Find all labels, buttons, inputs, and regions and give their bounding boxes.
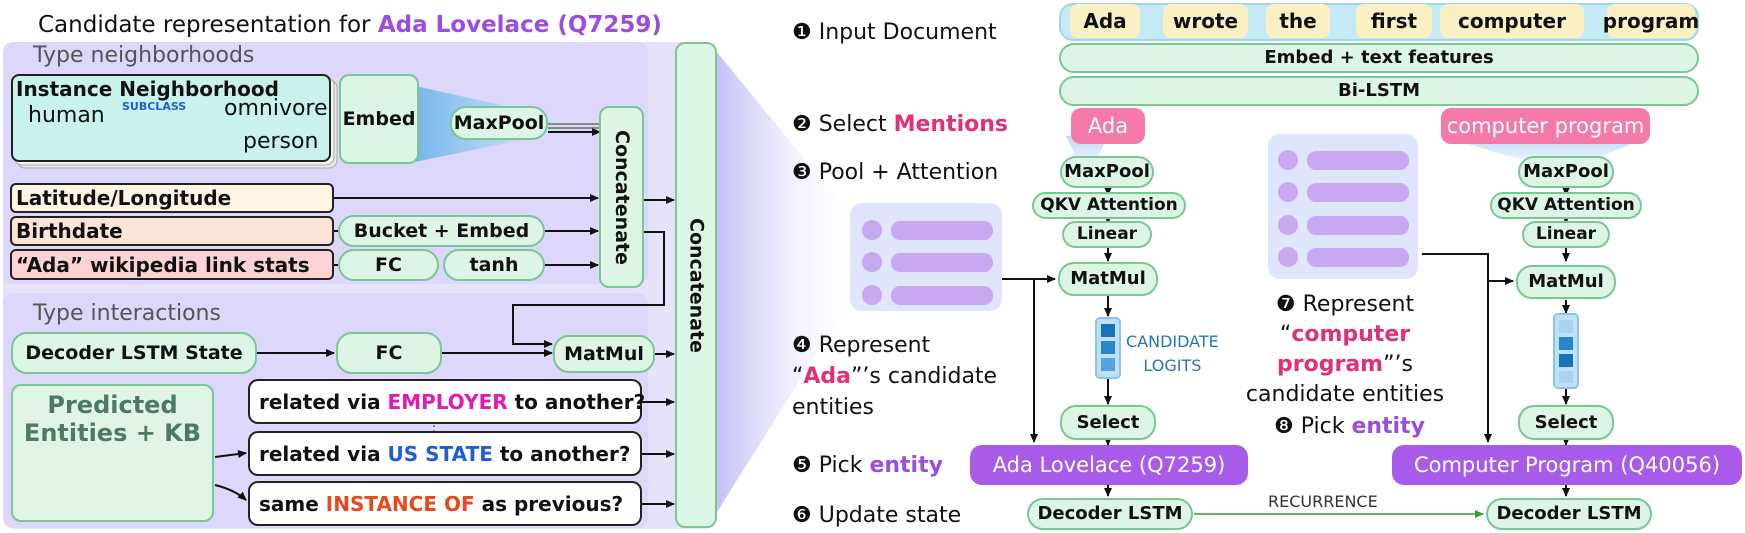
decoder-lstm-state-box: Decoder LSTM State (11, 332, 257, 374)
candidate-logits-line-2: LOGITS (1143, 356, 1202, 375)
decoder-lstm-2-box: Decoder LSTM (1486, 498, 1652, 530)
outer-concatenate-label: Concatenate (685, 217, 708, 353)
candidate-logits-line-1: CANDIDATE (1126, 332, 1219, 351)
step-2-label: ❷ Select Mentions (792, 114, 1008, 136)
q1-keyword: EMPLOYER (387, 389, 508, 414)
step-4-line-3: entities (792, 395, 874, 420)
q3-prefix: same (259, 491, 326, 516)
token-program: program (1603, 4, 1699, 38)
human-node: human (28, 103, 105, 128)
title-entity: Ada Lovelace (Q7259) (377, 12, 662, 38)
fc-box: FC (338, 249, 439, 281)
question-employer: related via EMPLOYER to another? (248, 379, 645, 424)
bilstm-box: Bi-LSTM (1059, 76, 1699, 106)
step-1-label: ❶ Input Document (792, 20, 997, 45)
instance-neighborhood-card (11, 74, 331, 162)
matmul-left-box: MatMul (553, 335, 655, 373)
lat-long-label: Latitude/Longitude (16, 186, 232, 210)
step-8-prefix: ❽ Pick (1274, 414, 1352, 439)
q3-keyword: INSTANCE OF (325, 491, 475, 516)
step-7-line-1: ❼ Represent (1275, 292, 1415, 317)
linear-ada-box: Linear (1062, 221, 1152, 248)
q1-suffix: to another? (507, 389, 646, 414)
outer-concatenate-box: Concatenate (675, 42, 717, 528)
select-cp-box: Select (1518, 405, 1614, 440)
step-7-keyword-1: computer (1291, 322, 1411, 347)
omnivore-node: omnivore (224, 96, 328, 121)
q3-suffix: as previous? (474, 491, 624, 516)
question-instance-of: same INSTANCE OF as previous? (248, 481, 642, 526)
step-4-suffix: ”’s candidate (851, 364, 998, 389)
token-the: the (1266, 4, 1330, 38)
maxpool-cp-box: MaxPool (1518, 156, 1614, 188)
inner-concatenate-label: Concatenate (611, 129, 633, 265)
step-5-label: ❺ Pick entity (792, 455, 943, 477)
step-7-keyword-2: program (1277, 352, 1384, 377)
diagram-title: Candidate representation for Ada Lovelac… (38, 14, 662, 37)
maxpool-box: MaxPool (450, 106, 548, 140)
step-7-line-2: “computer (1240, 320, 1450, 350)
entity-computer-program: Computer Program (Q40056) (1392, 445, 1742, 485)
step-4-line-1: ❹ Represent (792, 333, 931, 358)
subclass-label: SUBCLASS (122, 100, 187, 113)
step-7-line-3: program”’s (1240, 350, 1450, 380)
ada-wiki-label: “Ada” wikipedia link stats (16, 252, 310, 277)
step-7-line-4: candidate entities (1245, 382, 1445, 407)
qkv-attention-cp-box: QKV Attention (1490, 192, 1642, 219)
title-prefix: Candidate representation for (38, 12, 378, 38)
lat-long-row: Latitude/Longitude (10, 183, 334, 213)
bucket-embed-box: Bucket + Embed (338, 215, 545, 247)
predicted-entities-card: Predicted Entities + KB (11, 384, 214, 522)
embed-box: Embed (339, 74, 419, 164)
step-2-keyword: Mentions (893, 112, 1008, 137)
inner-concatenate-box: Concatenate (599, 106, 644, 288)
ada-wiki-row: “Ada” wikipedia link stats (10, 249, 334, 280)
token-ada: Ada (1070, 4, 1140, 38)
token-first: first (1356, 4, 1432, 38)
question-us-state: related via US STATE to another? (248, 431, 642, 476)
q1-prefix: related via (259, 389, 388, 414)
embed-text-features-box: Embed + text features (1059, 43, 1699, 73)
predicted-entities-label: Predicted Entities + KB (23, 391, 202, 447)
step-2-prefix: ❷ Select (792, 112, 894, 137)
person-node: person (243, 129, 319, 154)
token-computer: computer (1440, 4, 1584, 38)
type-neighborhoods-label: Type neighborhoods (33, 43, 255, 68)
step-8-keyword: entity (1351, 414, 1425, 439)
q2-keyword: US STATE (387, 441, 493, 466)
token-wrote: wrote (1163, 4, 1248, 38)
candidate-logits-label: CANDIDATE LOGITS (1126, 330, 1219, 378)
entity-ada-lovelace: Ada Lovelace (Q7259) (970, 445, 1248, 485)
matmul-cp-box: MatMul (1516, 265, 1616, 299)
birthdate-row: Birthdate (10, 216, 334, 246)
mention-ada: Ada (1071, 108, 1145, 144)
step-3-label: ❸ Pool + Attention (792, 160, 999, 185)
q2-suffix: to another? (492, 441, 631, 466)
step-7-open-quote: “ (1279, 322, 1292, 347)
type-interactions-label: Type interactions (33, 301, 221, 326)
step-5-keyword: entity (869, 453, 943, 478)
step-7-label: ❼ Represent “computer program”’s candida… (1240, 290, 1450, 410)
instance-neighborhood-title: Instance Neighborhood (16, 77, 279, 101)
fc-interaction-box: FC (336, 332, 442, 374)
select-ada-box: Select (1060, 405, 1156, 440)
step-4-open-quote: “ (792, 364, 804, 389)
step-5-prefix: ❺ Pick (792, 453, 870, 478)
q2-prefix: related via (259, 441, 388, 466)
mention-computer-program: computer program (1441, 108, 1650, 144)
tanh-box: tanh (443, 249, 545, 281)
recurrence-label: RECURRENCE (1268, 492, 1378, 511)
step-4-label: ❹ Represent “Ada”’s candidate entities (792, 330, 997, 423)
step-4-keyword: Ada (803, 364, 852, 389)
maxpool-ada-box: MaxPool (1060, 156, 1154, 188)
step-8-label: ❽ Pick entity (1274, 416, 1425, 438)
decoder-lstm-1-box: Decoder LSTM (1027, 498, 1193, 530)
birthdate-label: Birthdate (16, 219, 123, 243)
linear-cp-box: Linear (1522, 221, 1610, 248)
step-7-suffix: ”’s (1383, 352, 1413, 377)
qkv-attention-ada-box: QKV Attention (1032, 192, 1186, 219)
step-4-line-2: “Ada”’s candidate (792, 361, 997, 392)
step-6-label: ❻ Update state (792, 503, 962, 528)
matmul-ada-box: MatMul (1058, 262, 1158, 296)
